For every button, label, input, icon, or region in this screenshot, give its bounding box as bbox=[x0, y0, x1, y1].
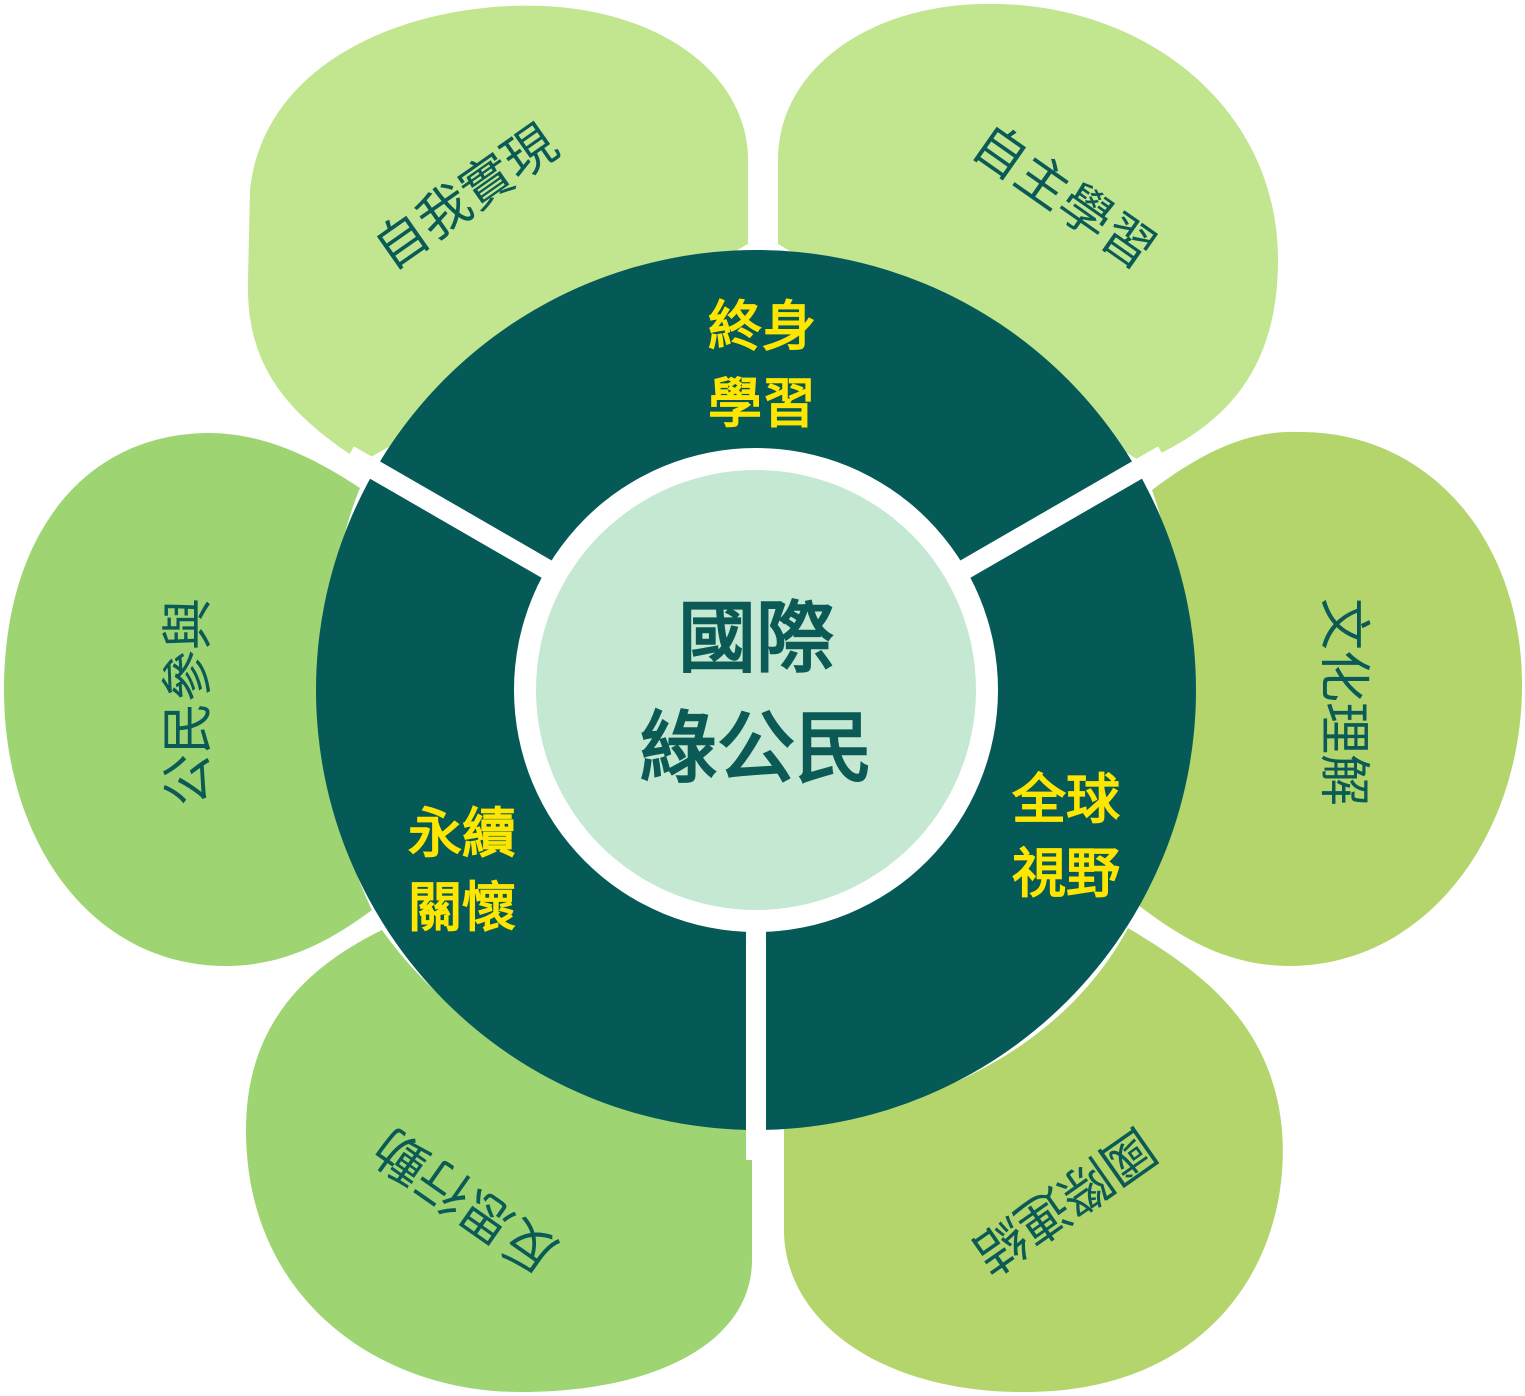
ring-label-global-line2: 視野 bbox=[1012, 842, 1120, 905]
petal-reflective-action bbox=[246, 930, 752, 1392]
petal-cultural-understanding bbox=[1138, 431, 1523, 966]
petals bbox=[4, 3, 1523, 1393]
center-circle bbox=[536, 470, 976, 910]
petal-label-cultural-understanding: 文化理解 bbox=[1313, 598, 1373, 806]
ring-dividers bbox=[343, 446, 1169, 1160]
petal-civic-participation bbox=[4, 432, 372, 966]
petal-label-civic-participation: 公民參與 bbox=[159, 598, 219, 806]
divider-left bbox=[343, 446, 588, 599]
petal-self-realization bbox=[247, 5, 748, 463]
ring-label-global-line1: 全球 bbox=[1011, 768, 1121, 831]
center-hub: 國際 綠公民 bbox=[514, 448, 998, 932]
ring-label-sustainability-line1: 永續 bbox=[408, 802, 516, 865]
ring-label-lifelong-line2: 學習 bbox=[708, 372, 816, 435]
ring-label-sustainability-line2: 關懷 bbox=[408, 876, 516, 939]
center-title-line2: 綠公民 bbox=[639, 704, 873, 794]
petal-autonomous-learning bbox=[778, 3, 1278, 463]
divider-right bbox=[924, 446, 1169, 599]
ring-label-lifelong-line1: 終身 bbox=[708, 295, 816, 358]
petal-international-connection bbox=[784, 928, 1283, 1393]
ring-labels: 終身 學習 全球 視野 永續 關懷 bbox=[408, 295, 1121, 939]
center-title-line1: 國際 bbox=[678, 594, 834, 684]
